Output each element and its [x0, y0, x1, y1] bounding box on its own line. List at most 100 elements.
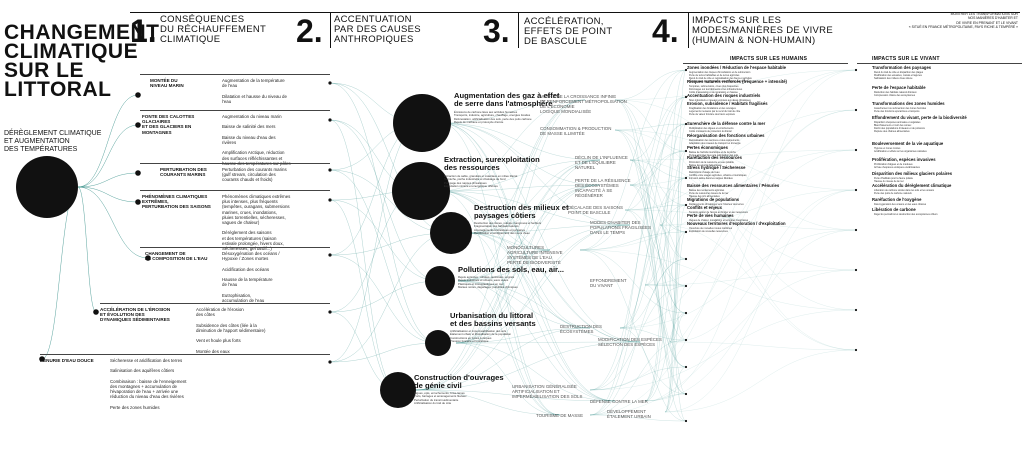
connection-line: [457, 280, 591, 329]
living-impact-body: Disparition d'espèces animales et végéta…: [874, 121, 925, 133]
living-impact-title: Accélération du dérèglement climatique: [872, 183, 952, 188]
connection-line: [455, 342, 616, 402]
connection-node: [145, 255, 151, 261]
connection-node: [854, 228, 858, 232]
human-impact-title: Stress hydrique / Sécheresse: [687, 165, 746, 170]
header-divider: [330, 12, 331, 48]
living-impact-title: Perte de l'espace habitable: [872, 85, 926, 90]
connection-line: [619, 229, 857, 329]
connection-line: [629, 184, 857, 271]
living-impact-title: Transformation des paysages: [872, 65, 932, 70]
human-impact-body: Tensions autour de l'accès au foncier et…: [689, 211, 748, 214]
category-label: PHÉNOMÈNES CLIMATIQUES EXTRÊMES, PERTURB…: [142, 194, 211, 210]
connection-line: [659, 189, 857, 226]
connection-line: [614, 99, 857, 231]
connection-line: [589, 109, 857, 416]
connection-line: [644, 393, 687, 402]
connection-line: [614, 99, 687, 314]
connection-line: [415, 341, 641, 391]
connection-line: [455, 99, 586, 344]
living-impact-body: Assèchement ou submersion des zones humi…: [874, 107, 927, 113]
connection-line: [468, 159, 601, 234]
cause-node: [392, 162, 450, 220]
human-impact-title: Risques naturels renforcés (fréquence + …: [687, 79, 787, 84]
connection-node: [135, 199, 141, 205]
cause-title: Pollutions des sols, eau, air...: [458, 265, 564, 274]
human-impact-title: Baisse des ressources alimentaires / Pén…: [687, 183, 780, 188]
connection-line: [669, 231, 687, 343]
connection-node: [854, 308, 858, 312]
acceleration-label: MODIFICATION DES ESPÈCES SÉLECTION DES E…: [598, 337, 662, 347]
connection-line: [468, 232, 561, 416]
connection-node: [684, 230, 688, 234]
connection-line: [415, 99, 586, 391]
header-divider: [688, 12, 689, 48]
connection-node: [135, 92, 141, 98]
connection-line: [579, 69, 687, 251]
acceleration-label: MYTHE DE LA CROISSANCE INFINIE ET RENFOR…: [540, 94, 627, 114]
human-impact-title: Zones inondées / Réduction de l'espace h…: [687, 65, 786, 70]
connection-node: [854, 148, 858, 152]
connection-line: [329, 119, 399, 391]
connection-line: [624, 69, 857, 211]
connection-line: [614, 69, 687, 101]
connection-line: [77, 186, 149, 259]
category-rule: [40, 354, 330, 355]
connection-line: [619, 96, 687, 329]
cause-description: Artificialisation et imperméabilisation …: [450, 329, 512, 344]
category-label: FONTE DES CALOTTES GLACIAIRES ET DES GLA…: [142, 114, 195, 135]
connection-node: [854, 108, 858, 112]
human-impact-body: Sites industriels et réseaux exposés aux…: [689, 99, 751, 102]
step-1-label: CONSÉQUENCES DU RÉCHAUFFEMENT CLIMATIQUE: [160, 14, 267, 45]
human-impact-title: Erosion, subsidence / Habitats fragilisé…: [687, 101, 768, 106]
connection-line: [589, 285, 687, 391]
impacts-rule: [857, 63, 1022, 64]
connection-line: [415, 327, 591, 391]
connection-line: [629, 184, 687, 395]
step-3-label: ACCÉLÉRATION, EFFETS DE POINT DE BASCULE: [524, 16, 613, 47]
connection-line: [579, 231, 687, 251]
human-impact-title: Pertes économiques: [687, 145, 728, 150]
human-impact-body: Relocalisation des services et des équip…: [689, 139, 741, 145]
living-impact-body: Prolifération d'algues et de méduses Arr…: [874, 163, 920, 169]
connection-line: [644, 123, 687, 286]
acceleration-label: DESTRUCTION DES ÉCOSYSTÈMES: [560, 324, 602, 334]
cause-description: Rejets agricoles : nitrates, pesticides,…: [458, 275, 518, 290]
connection-line: [439, 122, 641, 343]
connection-node: [93, 309, 99, 315]
human-impact-body: Baisse de l'activité touristique et de l…: [689, 151, 739, 157]
connection-node: [854, 348, 858, 352]
connection-node: [328, 310, 332, 314]
cause-node: [393, 94, 451, 152]
category-label: PÉNURIE D'EAU DOUCE: [40, 358, 94, 363]
connection-line: [644, 69, 687, 402]
connection-node: [328, 360, 332, 364]
category-label: ACCÉLÉRATION DE L'ÉROSION ET ÉVOLUTION D…: [100, 307, 171, 323]
connection-line: [614, 129, 687, 368]
human-impact-body: Restrictions d'usage de l'eau Conflits e…: [689, 171, 747, 180]
human-impact-title: Nouveaux territoires d'exploration / d'e…: [687, 221, 786, 226]
cause-node: [425, 330, 451, 356]
connection-node: [328, 253, 332, 257]
connection-line: [438, 159, 601, 192]
acceleration-label: DÉCALAGE DES SAISONS POINT DE BASCULE: [568, 205, 623, 215]
connection-node: [328, 168, 332, 172]
connection-line: [468, 232, 641, 343]
connection-line: [614, 123, 687, 131]
connection-line: [629, 159, 687, 341]
connection-line: [439, 122, 616, 402]
connection-line: [644, 69, 857, 402]
living-impact-title: Prolifération, espèces invasives: [872, 157, 936, 162]
cause-node: [380, 372, 416, 408]
connection-line: [614, 129, 857, 191]
connection-line: [589, 204, 687, 391]
human-impact-body: Augmentation des risques d'inondations e…: [689, 71, 752, 83]
connection-line: [329, 342, 439, 363]
category-label: MONTÉE DU NIVEAU MARIN: [150, 78, 184, 89]
step-2-number: 2.: [296, 13, 323, 49]
connection-line: [415, 389, 561, 416]
connection-line: [439, 122, 551, 251]
cause-description: Destruction des dunes, marais, mangroves…: [474, 221, 542, 236]
